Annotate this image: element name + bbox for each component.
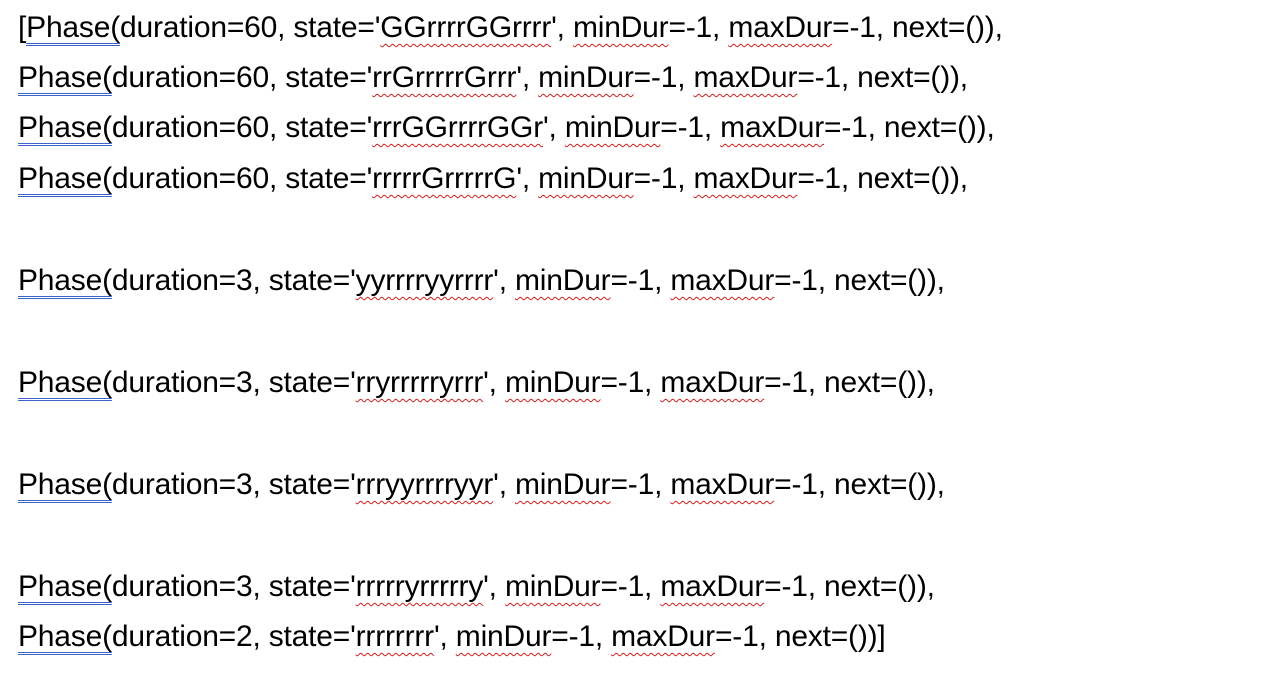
- text-run: duration=60, state=': [111, 162, 373, 195]
- text-run: ',: [516, 61, 539, 94]
- text-run: duration=2, state=': [111, 620, 356, 653]
- text-run: ',: [493, 468, 515, 501]
- text-run: duration=60, state=': [111, 61, 373, 94]
- spelling-flagged-text[interactable]: rrrrrGrrrrrG: [372, 162, 517, 195]
- text-run: =-1, next=()),: [797, 61, 968, 94]
- grammar-flagged-text[interactable]: Phase(: [18, 162, 112, 195]
- text-line[interactable]: Phase(duration=60, state='rrrrrGrrrrrG',…: [18, 155, 968, 203]
- spelling-flagged-text[interactable]: rrrrrrrr: [355, 620, 435, 653]
- text-line[interactable]: Phase(duration=2, state='rrrrrrrr', minD…: [18, 613, 886, 661]
- grammar-flagged-text[interactable]: Phase(: [18, 264, 112, 297]
- grammar-flagged-text[interactable]: Phase(: [18, 468, 112, 501]
- text-run: =-1, next=()),: [764, 570, 935, 603]
- spelling-flagged-text[interactable]: maxDur: [728, 11, 833, 44]
- text-run: =-1, next=())]: [714, 620, 886, 653]
- text-run: ',: [543, 111, 565, 144]
- text-run: duration=60, state=': [111, 111, 373, 144]
- spelling-flagged-text[interactable]: rryrrrrryrrr: [355, 366, 484, 399]
- text-run: duration=3, state=': [111, 570, 356, 603]
- text-run: duration=60, state=': [120, 11, 381, 44]
- grammar-flagged-text[interactable]: Phase(: [18, 570, 112, 603]
- spelling-flagged-text[interactable]: GGrrrrGGrrrr: [380, 11, 552, 44]
- spelling-flagged-text[interactable]: yyrrrryyrrrr: [355, 264, 494, 297]
- text-run: =-1,: [610, 264, 671, 297]
- text-run: =-1,: [668, 11, 729, 44]
- text-run: =-1,: [633, 162, 694, 195]
- text-run: =-1, next=()),: [764, 366, 935, 399]
- text-run: =-1,: [633, 61, 694, 94]
- text-run: ',: [433, 620, 456, 653]
- spelling-flagged-text[interactable]: maxDur: [611, 620, 715, 653]
- spelling-flagged-text[interactable]: maxDur: [693, 61, 798, 94]
- text-run: =-1,: [610, 468, 671, 501]
- grammar-flagged-text[interactable]: Phase(: [18, 61, 112, 94]
- spelling-flagged-text[interactable]: maxDur: [670, 264, 775, 297]
- text-run: [: [18, 11, 27, 44]
- spelling-flagged-text[interactable]: rrrGGrrrrGGr: [372, 111, 543, 144]
- text-run: ',: [483, 366, 505, 399]
- text-run: ',: [493, 264, 515, 297]
- text-run: duration=3, state=': [111, 264, 356, 297]
- spelling-flagged-text[interactable]: minDur: [504, 570, 601, 603]
- text-run: duration=3, state=': [111, 366, 356, 399]
- text-line[interactable]: Phase(duration=3, state='rrrrryrrrrry', …: [18, 563, 935, 611]
- spelling-flagged-text[interactable]: maxDur: [720, 111, 824, 144]
- grammar-flagged-text[interactable]: Phase(: [18, 620, 112, 653]
- text-line[interactable]: Phase(duration=3, state='rrryyrrrryyr', …: [18, 461, 945, 509]
- grammar-flagged-text[interactable]: Phase(: [18, 111, 112, 144]
- text-run: ',: [551, 11, 573, 44]
- text-run: =-1, next=()),: [774, 264, 945, 297]
- grammar-flagged-text[interactable]: Phase(: [18, 366, 112, 399]
- spelling-flagged-text[interactable]: minDur: [514, 468, 611, 501]
- text-run: =-1,: [660, 111, 721, 144]
- spelling-flagged-text[interactable]: maxDur: [693, 162, 798, 195]
- text-run: =-1, next=()),: [832, 11, 1003, 44]
- spelling-flagged-text[interactable]: minDur: [572, 11, 669, 44]
- spelling-flagged-text[interactable]: rrrrryrrrrry: [355, 570, 484, 603]
- text-run: =-1,: [551, 620, 612, 653]
- text-run: =-1, next=()),: [797, 162, 968, 195]
- spelling-flagged-text[interactable]: rrGrrrrrGrrr: [372, 61, 517, 94]
- text-run: ',: [516, 162, 539, 195]
- grammar-flagged-text[interactable]: Phase(: [26, 11, 120, 44]
- text-run: =-1, next=()),: [824, 111, 995, 144]
- text-line[interactable]: [Phase(duration=60, state='GGrrrrGGrrrr'…: [18, 4, 1003, 52]
- spelling-flagged-text[interactable]: minDur: [504, 366, 601, 399]
- spelling-flagged-text[interactable]: minDur: [514, 264, 611, 297]
- text-run: =-1,: [600, 366, 661, 399]
- spelling-flagged-text[interactable]: minDur: [564, 111, 661, 144]
- spelling-flagged-text[interactable]: minDur: [455, 620, 552, 653]
- text-line[interactable]: Phase(duration=60, state='rrGrrrrrGrrr',…: [18, 54, 968, 102]
- spelling-flagged-text[interactable]: maxDur: [660, 570, 765, 603]
- text-line[interactable]: Phase(duration=60, state='rrrGGrrrrGGr',…: [18, 104, 995, 152]
- spelling-flagged-text[interactable]: minDur: [538, 61, 634, 94]
- text-run: duration=3, state=': [111, 468, 356, 501]
- spelling-flagged-text[interactable]: maxDur: [660, 366, 765, 399]
- spelling-flagged-text[interactable]: maxDur: [670, 468, 775, 501]
- text-run: ',: [483, 570, 505, 603]
- text-run: =-1,: [600, 570, 661, 603]
- text-line[interactable]: Phase(duration=3, state='yyrrrryyrrrr', …: [18, 257, 945, 305]
- spelling-flagged-text[interactable]: minDur: [538, 162, 634, 195]
- spelling-flagged-text[interactable]: rrryyrrrryyr: [355, 468, 494, 501]
- text-line[interactable]: Phase(duration=3, state='rryrrrrryrrr', …: [18, 359, 935, 407]
- text-run: =-1, next=()),: [774, 468, 945, 501]
